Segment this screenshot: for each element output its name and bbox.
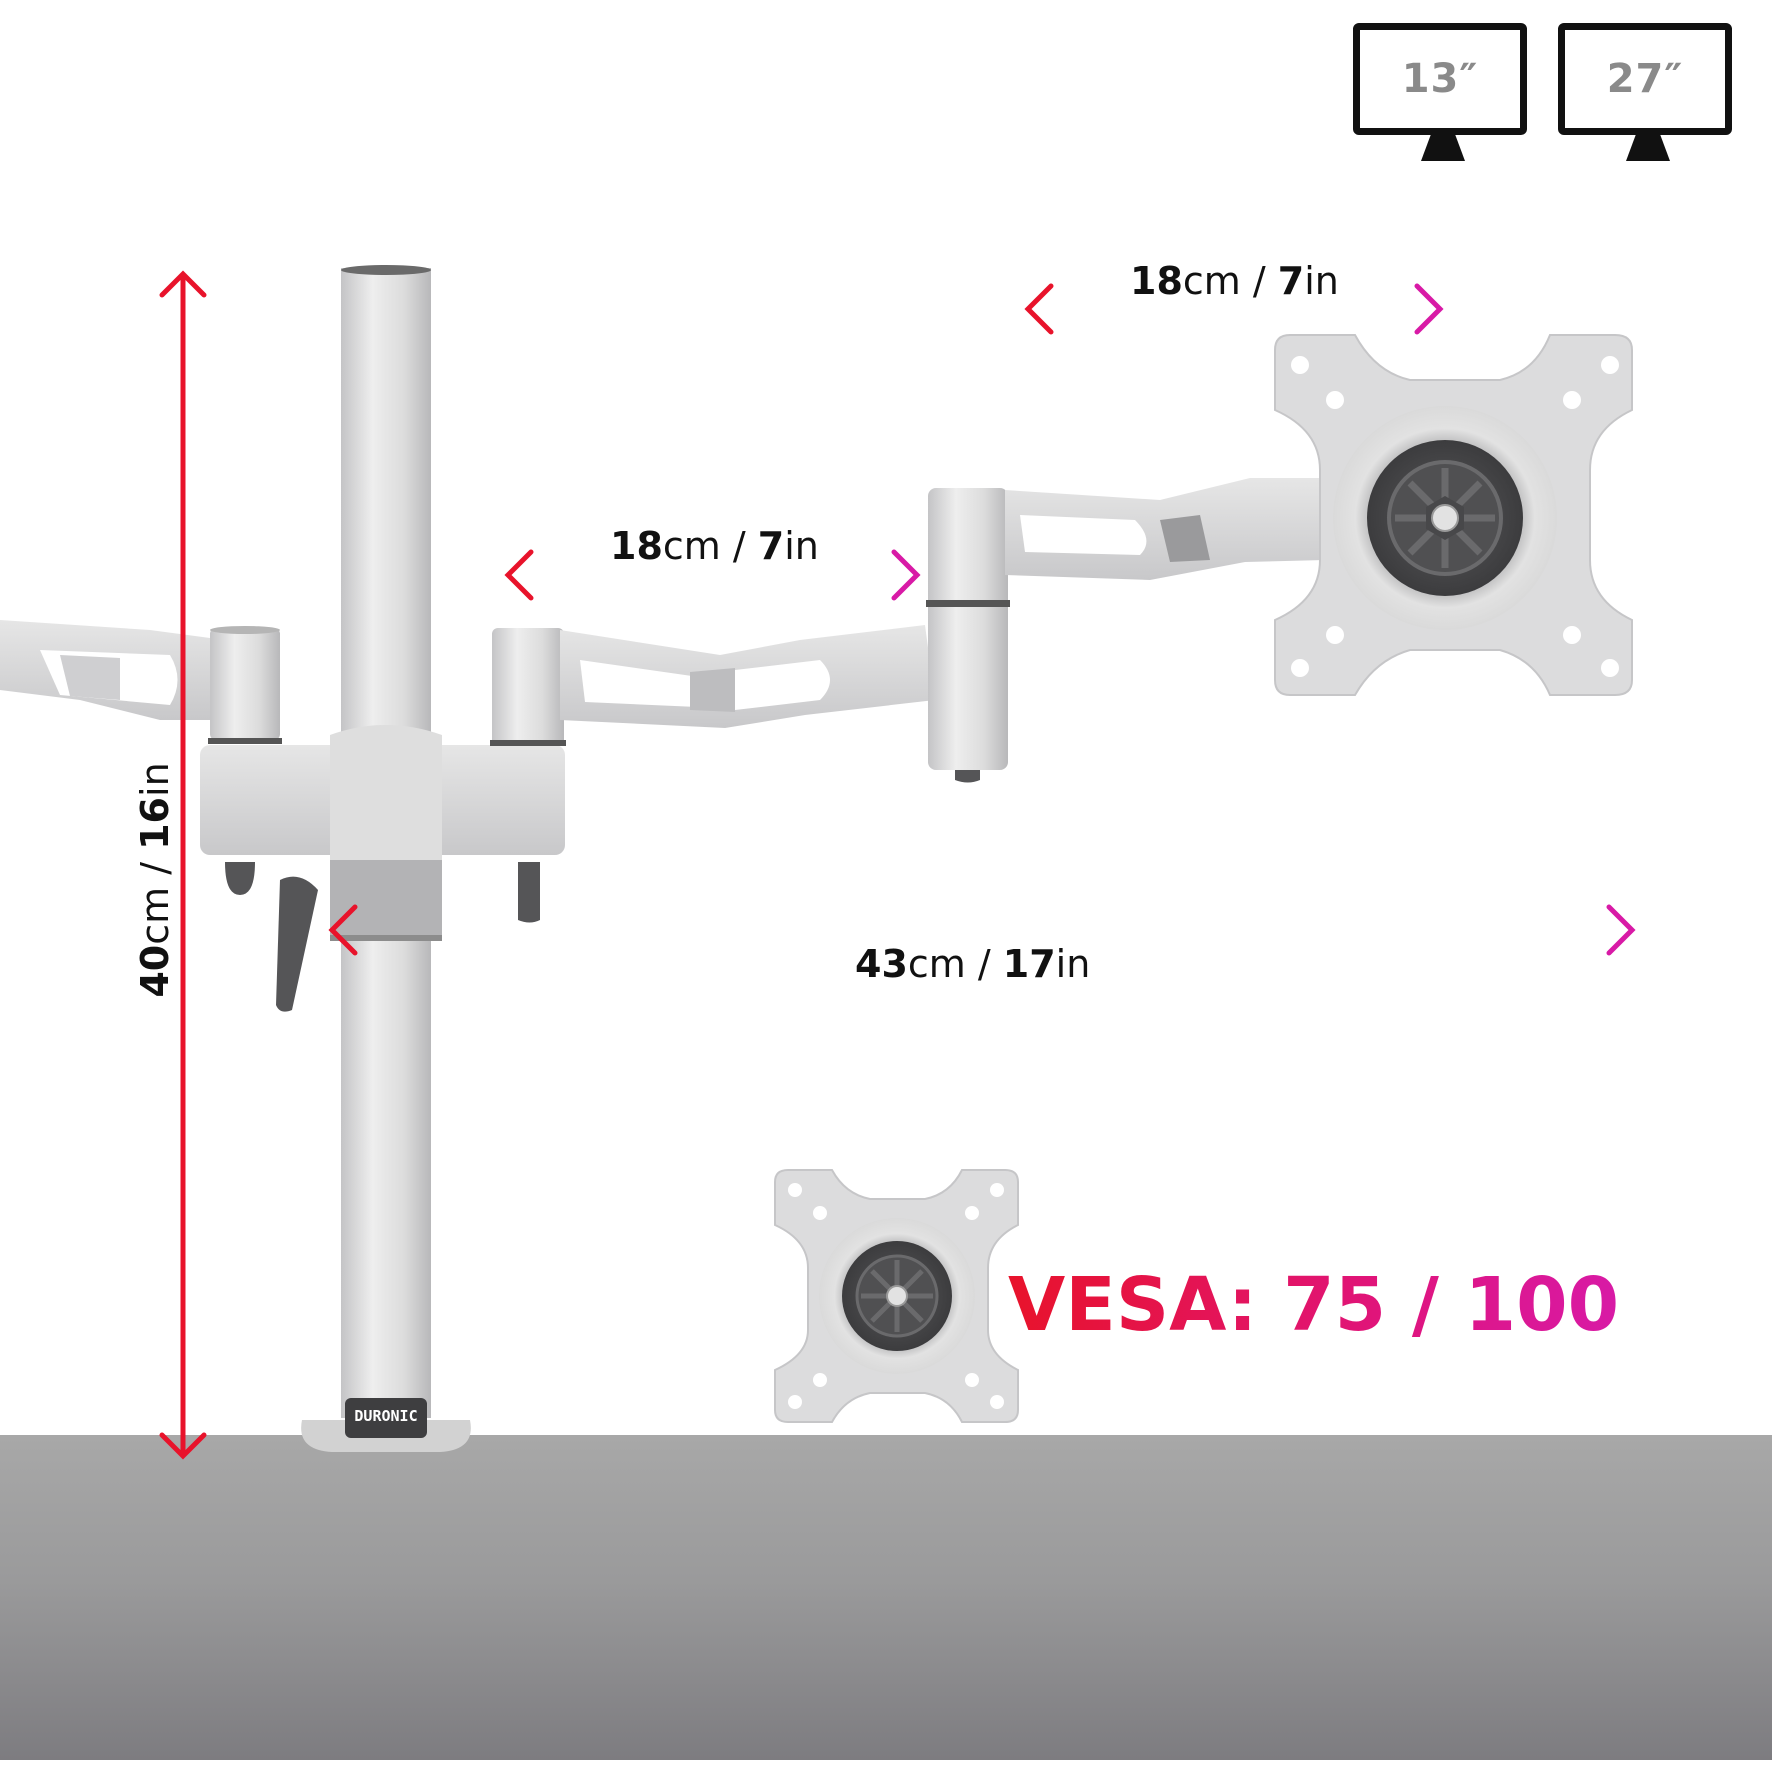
height-dimension-label: 40cm / 16in (133, 762, 177, 998)
vesa-plate-large (1274, 334, 1633, 696)
monitor-screen: 27″ (1558, 23, 1732, 135)
arm-segment-upper (926, 478, 1325, 770)
vesa-compatibility-label: VESA: 75 / 100 (1008, 1262, 1620, 1348)
reach-dimension-label: 43cm / 17in (855, 942, 1091, 986)
central-bracket (200, 725, 565, 941)
upper-arm-dimension-arrow (1024, 283, 1444, 335)
monitor-icon-large: 27″ (1558, 23, 1738, 161)
lower-arm-dimension-arrow (504, 549, 921, 601)
bottom-margin (0, 1760, 1772, 1772)
desk-surface (0, 1435, 1772, 1760)
brand-logo: DURONIC (354, 1407, 418, 1425)
monitor-stand-icon (1558, 135, 1738, 161)
monitor-icon-small: 13″ (1353, 23, 1533, 161)
arm-segment-lower (490, 625, 935, 746)
monitor-stand-icon (1353, 135, 1533, 161)
reach-dimension-arrow (328, 904, 1636, 956)
vesa-plate-small (774, 1169, 1019, 1423)
monitor-screen: 13″ (1353, 23, 1527, 135)
left-arm (0, 620, 282, 744)
upper-arm-dimension-label: 18cm / 7in (1130, 259, 1339, 303)
lower-arm-dimension-label: 18cm / 7in (610, 524, 819, 568)
monitor-size-label: 13″ (1401, 56, 1479, 102)
monitor-size-label: 27″ (1606, 56, 1684, 102)
height-dimension-arrow (159, 270, 207, 1460)
